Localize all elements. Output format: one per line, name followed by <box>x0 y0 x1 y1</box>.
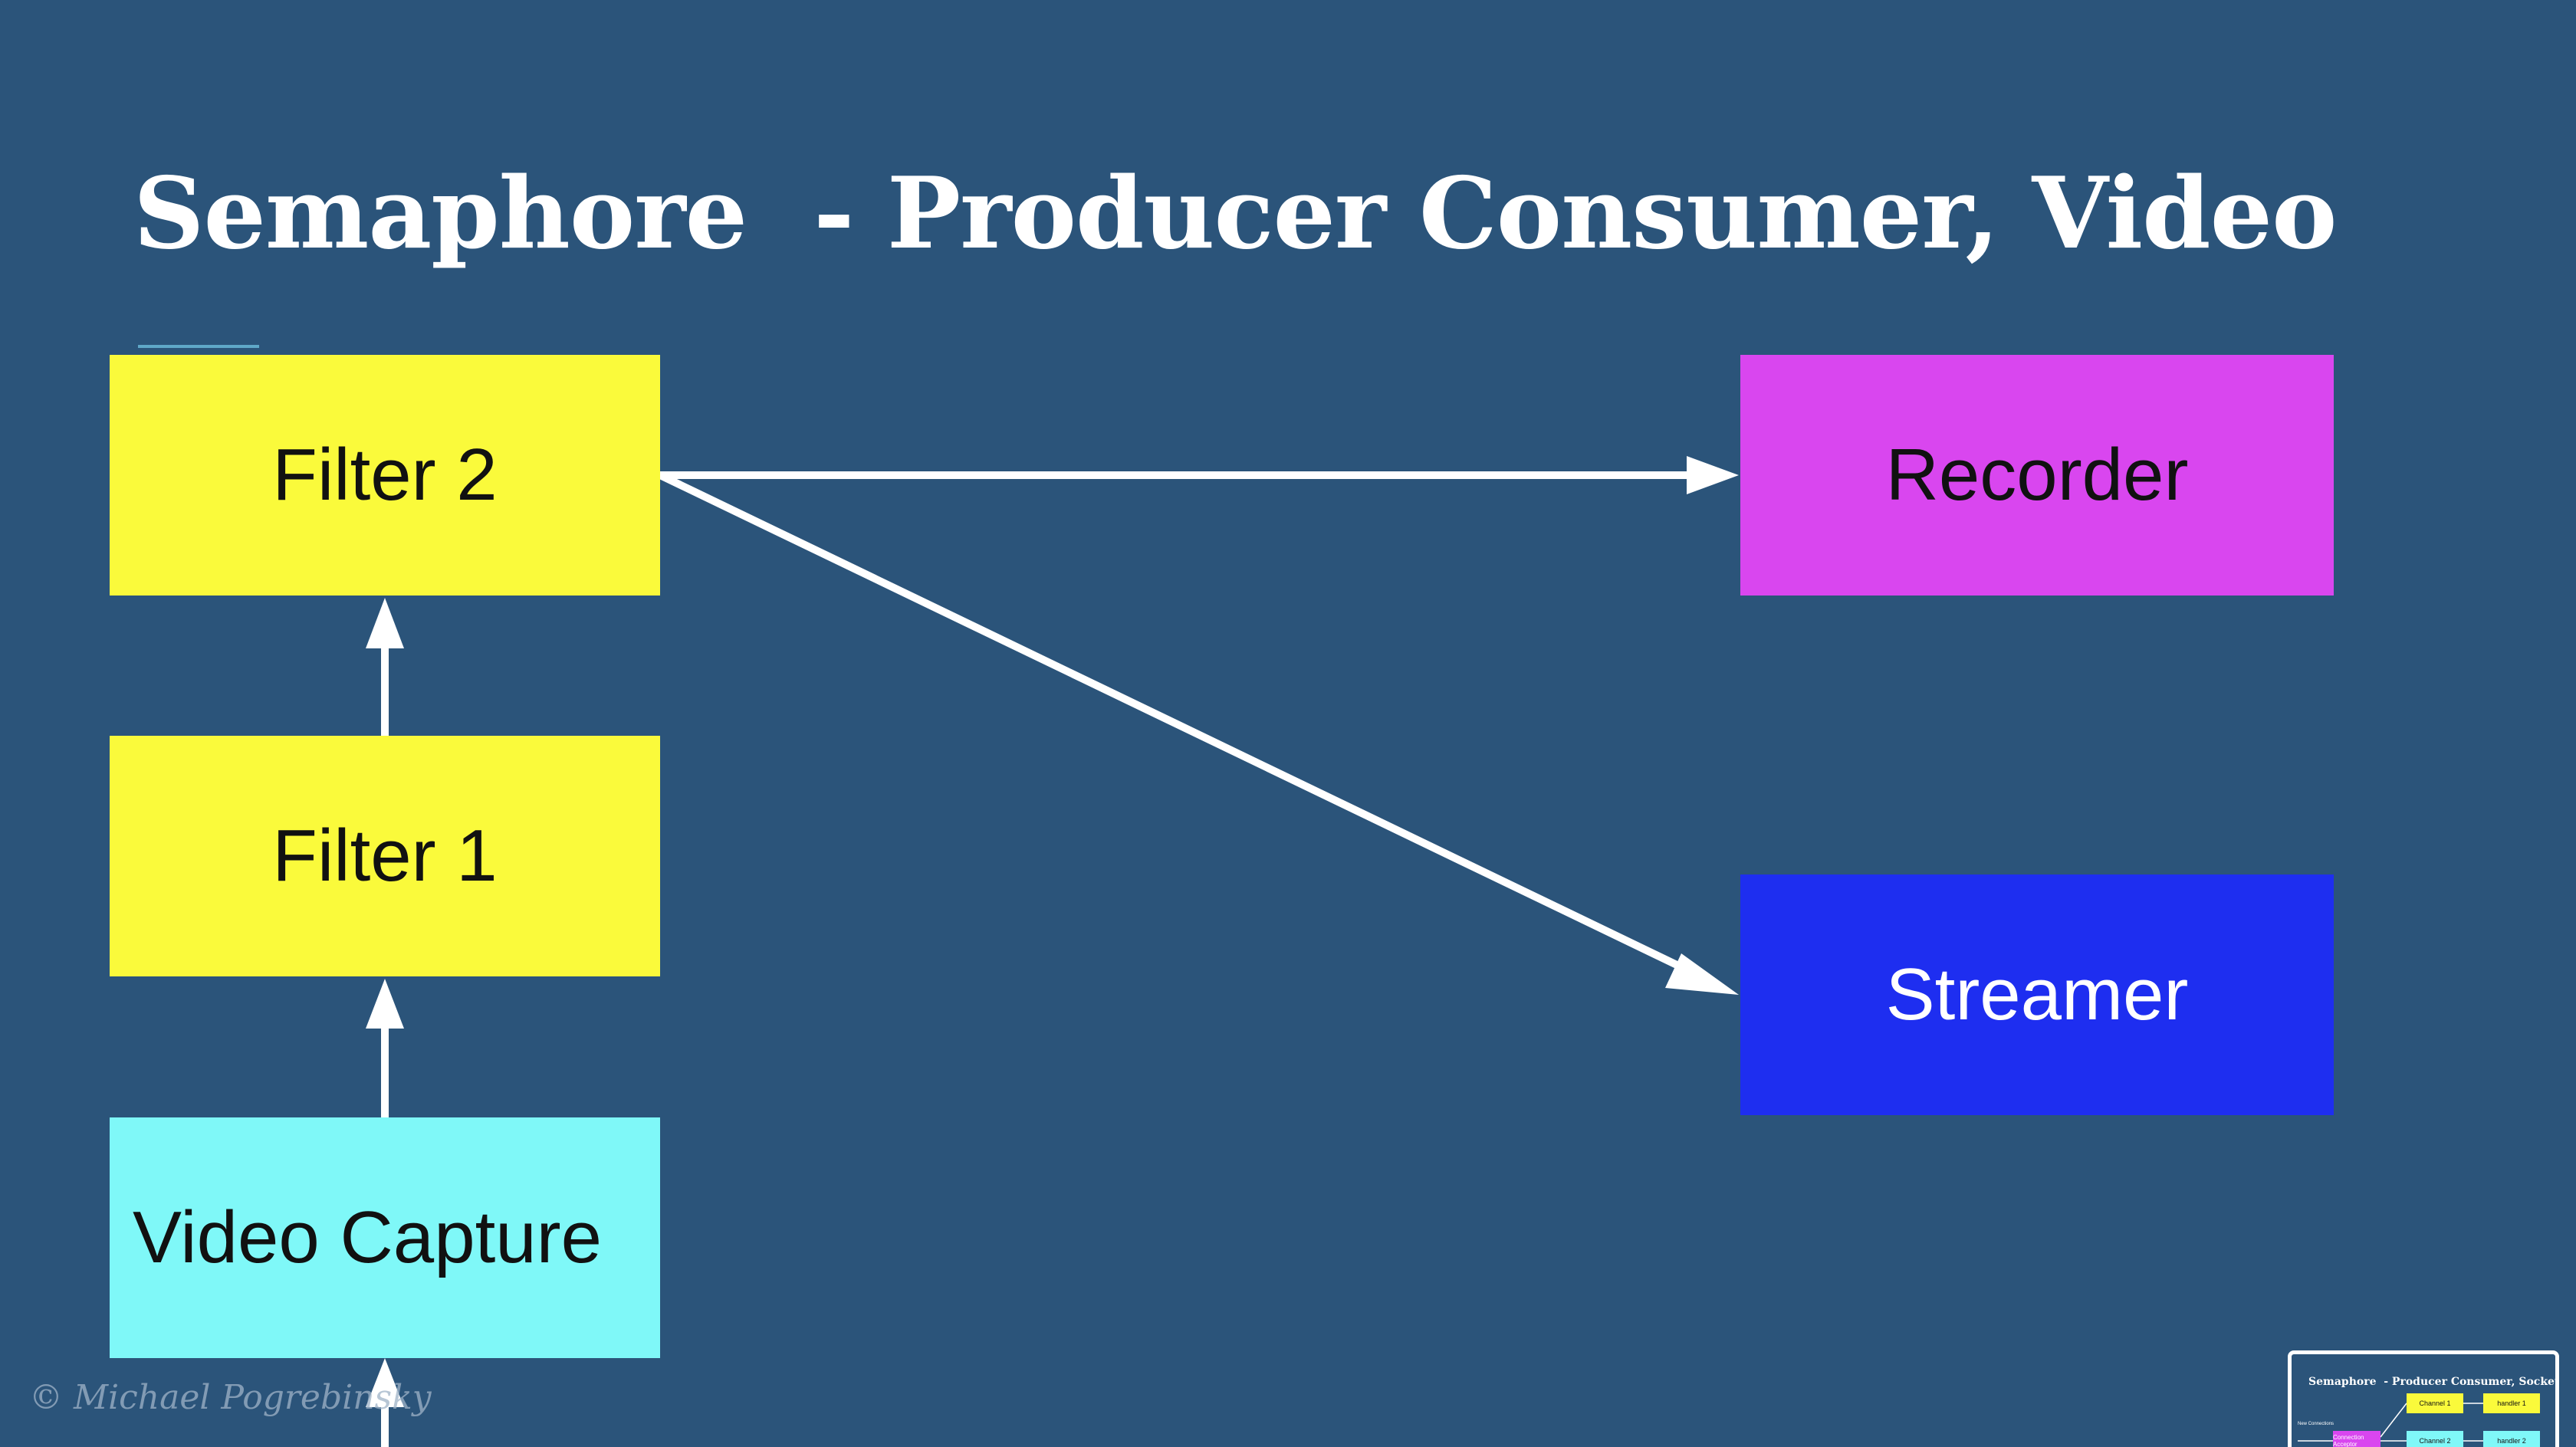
video-capture-box: Video Capture <box>110 1117 660 1358</box>
arrowhead-streamer <box>1665 953 1739 995</box>
filter2-box: Filter 2 <box>110 355 660 596</box>
thumbnail-handler2: handler 2 <box>2483 1431 2540 1447</box>
next-slide-thumbnail[interactable]: Semaphore - Producer Consumer, Sockets N… <box>2288 1350 2559 1447</box>
slide-title: Semaphore - Producer Consumer, Video <box>133 156 2337 271</box>
thumbnail-title: Semaphore - Producer Consumer, Sockets <box>2308 1376 2559 1388</box>
filter1-box: Filter 1 <box>110 736 660 976</box>
streamer-box: Streamer <box>1740 874 2334 1115</box>
thumbnail-left-label: New Connections <box>2298 1422 2334 1426</box>
recorder-box: Recorder <box>1740 355 2334 596</box>
arrowhead-input <box>366 1358 404 1407</box>
thumbnail-channel2: Channel 2 <box>2407 1431 2463 1447</box>
thumbnail-connectors <box>2298 1403 2483 1442</box>
arrowhead-filter2 <box>366 598 404 648</box>
arrow-filter2-to-streamer <box>658 471 1697 977</box>
copyright-watermark: © Michael Pogrebinsky <box>29 1378 432 1417</box>
arrowhead-recorder <box>1687 456 1739 494</box>
arrowhead-filter1 <box>366 979 404 1029</box>
title-underline <box>138 345 259 348</box>
thumbnail-connection-acceptor: Connection Acceptor <box>2333 1431 2380 1447</box>
thumbnail-channel1: Channel 1 <box>2407 1393 2463 1413</box>
thumbnail-handler1: handler 1 <box>2483 1393 2540 1413</box>
